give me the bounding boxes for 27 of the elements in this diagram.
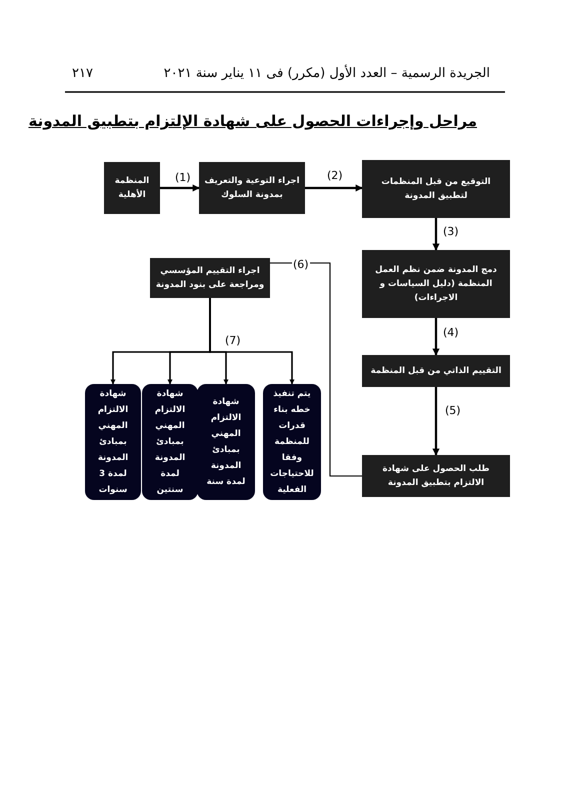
arrow <box>432 318 440 356</box>
arrow <box>110 298 211 384</box>
edge-label: (7) <box>224 334 242 347</box>
process-box: التوقيع من قبل المنظمات لتطبيق المدونة <box>362 160 510 218</box>
arrow <box>432 218 440 251</box>
edge-label: (1) <box>174 171 192 184</box>
edge-label: (3) <box>442 225 460 238</box>
edge-label: (2) <box>326 169 344 182</box>
title: مراحل وإجراءات الحصول على شهادة الإلتزام بتطبيق المدونة <box>28 112 477 130</box>
arrow <box>160 184 200 192</box>
outcome-box: شهادة الالتزام المهني بمبادئ المدونة لمدة سنتين <box>142 384 198 500</box>
header-text: الجريدة الرسمية – العدد الأول (مكرر) فى ١١ يناير سنة ٢٠٢١ <box>164 66 490 81</box>
arrow <box>432 387 440 456</box>
arrow <box>305 184 363 192</box>
page-number: ٢١٧ <box>72 66 93 81</box>
process-box: طلب الحصول على شهادة الالتزام بتطبيق المدونة <box>362 455 510 497</box>
outcome-box: شهادة الالتزام المهني بمبادئ المدونة لمدة سنة <box>197 384 255 500</box>
process-box: دمج المدونة ضمن نظم العمل المنظمة (دليل السياسات و الاجراءات) <box>362 250 510 318</box>
process-box: اجراء التوعية والتعريف بمدونة السلوك <box>199 162 305 214</box>
edge-label: (5) <box>444 404 462 417</box>
process-box: المنظمة الأهلية <box>104 162 160 214</box>
outcome-box: شهادة الالتزام المهني بمبادئ المدونة لمدة 3 سنوات <box>85 384 141 500</box>
edge-label: (6) <box>292 258 310 271</box>
process-box: التقييم الذاتي من قبل المنظمة <box>362 355 510 387</box>
edge-label: (4) <box>442 326 460 339</box>
process-box: اجراء التقييم المؤسسي ومراجعة على بنود المدونة <box>150 258 270 298</box>
outcome-box: يتم تنفيذ خطه بناء قدرات للمنظمة وفقا للاحتياجات الفعلية <box>263 384 321 500</box>
